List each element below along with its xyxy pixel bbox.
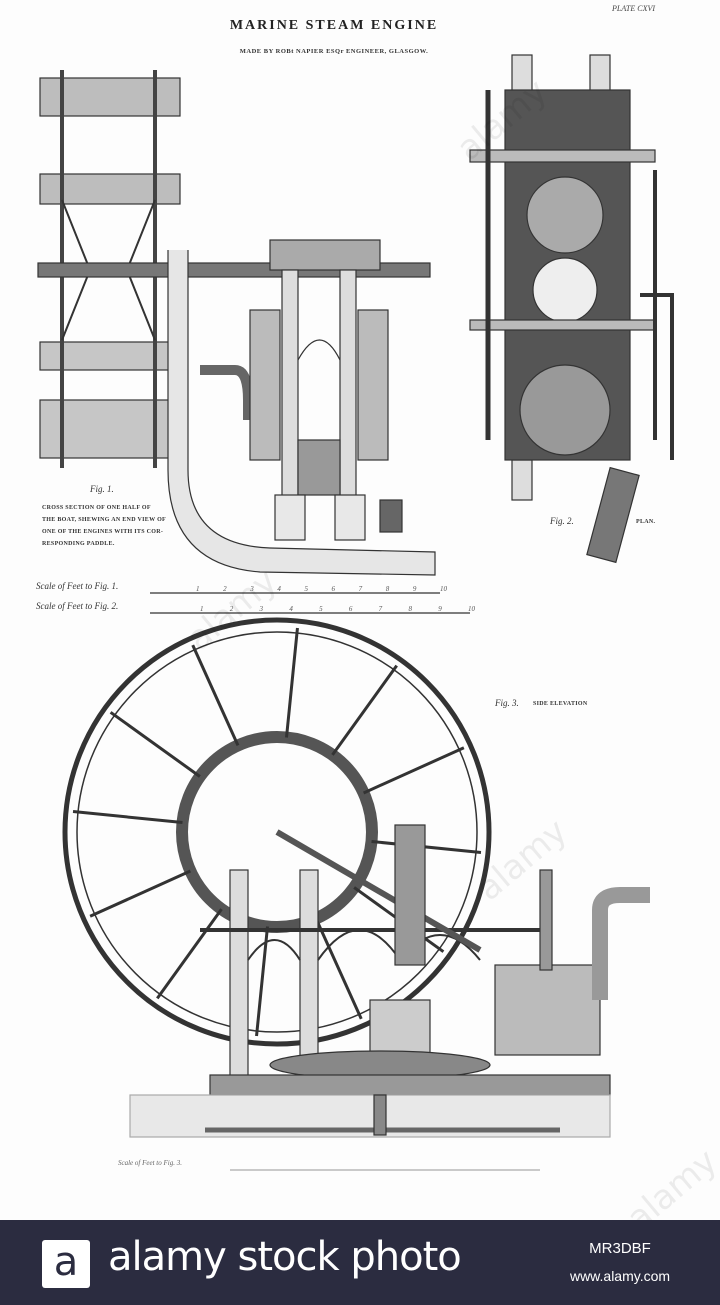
scale-tick-label: 5 bbox=[304, 585, 308, 593]
fig1-caption: CROSS SECTION OF ONE HALF OF THE BOAT, S… bbox=[42, 502, 166, 550]
hull-section bbox=[167, 250, 436, 576]
plate-number: PLATE CXVI bbox=[612, 4, 656, 13]
plate-subtitle: MADE BY ROBt NAPIER ESQr ENGINEER, GLASG… bbox=[239, 48, 429, 55]
wheel-spoke bbox=[191, 644, 240, 747]
fig1-paddle-section bbox=[39, 70, 181, 468]
scale-label-fig2: Scale of Feet to Fig. 2. bbox=[36, 601, 119, 611]
wheel-spoke bbox=[156, 908, 223, 1000]
scale-label-fig1: Scale of Feet to Fig. 1. bbox=[36, 581, 119, 591]
alamy-logo-icon: a bbox=[42, 1240, 90, 1288]
fig2-label: Fig. 2. bbox=[550, 516, 574, 526]
fig3-paddle-wheel bbox=[62, 617, 492, 1047]
caption-line: THE BOAT, SHEWING AN END VIEW OF bbox=[42, 517, 167, 523]
scale-tick-label: 3 bbox=[259, 605, 264, 613]
scale-tick-label: 1 bbox=[200, 605, 204, 613]
fig2-caption: PLAN. bbox=[636, 519, 656, 525]
scale-tick-label: 7 bbox=[358, 585, 363, 593]
caption-line: RESPONDING PADDLE. bbox=[42, 541, 115, 547]
wheel-spoke bbox=[72, 810, 183, 825]
scale-tick-label: 6 bbox=[331, 585, 336, 593]
scale-tick-label: 10 bbox=[468, 605, 475, 613]
fig1-label: Fig. 1. bbox=[90, 484, 114, 494]
caption-line: CROSS SECTION OF ONE HALF OF bbox=[42, 505, 151, 511]
caption-line: ONE OF THE ENGINES WITH ITS COR- bbox=[42, 529, 164, 535]
scale-tick-label: 10 bbox=[440, 585, 447, 593]
wheel-spoke bbox=[89, 869, 192, 918]
scale-tick-label: 9 bbox=[412, 585, 417, 593]
stock-banner bbox=[0, 1220, 720, 1305]
website-link[interactable]: www.alamy.com bbox=[569, 1268, 671, 1284]
wheel-spoke bbox=[362, 746, 465, 795]
fig3-caption: SIDE ELEVATION bbox=[533, 701, 588, 707]
scale-tick-label: 8 bbox=[385, 585, 390, 593]
fig3-engine bbox=[129, 824, 650, 1138]
brand-name: alamy stock photo bbox=[108, 1234, 462, 1280]
scale-tick-label: 6 bbox=[348, 605, 353, 613]
scale-tick-label: 8 bbox=[408, 605, 412, 613]
scale-tick-label: 5 bbox=[319, 605, 323, 613]
scale-tick-label: 2 bbox=[229, 605, 234, 613]
fig1-engine bbox=[249, 239, 403, 541]
fig3-label: Fig. 3. bbox=[495, 698, 519, 708]
scale-tick-label: 9 bbox=[438, 605, 442, 613]
scale-tick-label: 2 bbox=[223, 585, 227, 593]
fig2-plan bbox=[469, 54, 674, 564]
scale-tick-label: 4 bbox=[277, 585, 281, 593]
scale-tick-label: 7 bbox=[378, 605, 383, 613]
wheel-spoke bbox=[371, 839, 482, 854]
wheel-spoke bbox=[331, 664, 398, 756]
plate-title: MARINE STEAM ENGINE bbox=[229, 18, 439, 33]
wheel-spoke bbox=[255, 926, 270, 1037]
scale-tick-label: 3 bbox=[250, 585, 254, 593]
scale-tick-label: 4 bbox=[289, 605, 293, 613]
wheel-spoke bbox=[314, 917, 363, 1020]
scale-tick-label: 1 bbox=[196, 585, 200, 593]
image-id: MR3DBF bbox=[589, 1240, 651, 1257]
wheel-spoke bbox=[284, 627, 299, 738]
scale-label-fig3: Scale of Feet to Fig. 3. bbox=[118, 1159, 182, 1167]
engraving-drawing bbox=[37, 54, 674, 1171]
wheel-spoke bbox=[109, 711, 201, 778]
